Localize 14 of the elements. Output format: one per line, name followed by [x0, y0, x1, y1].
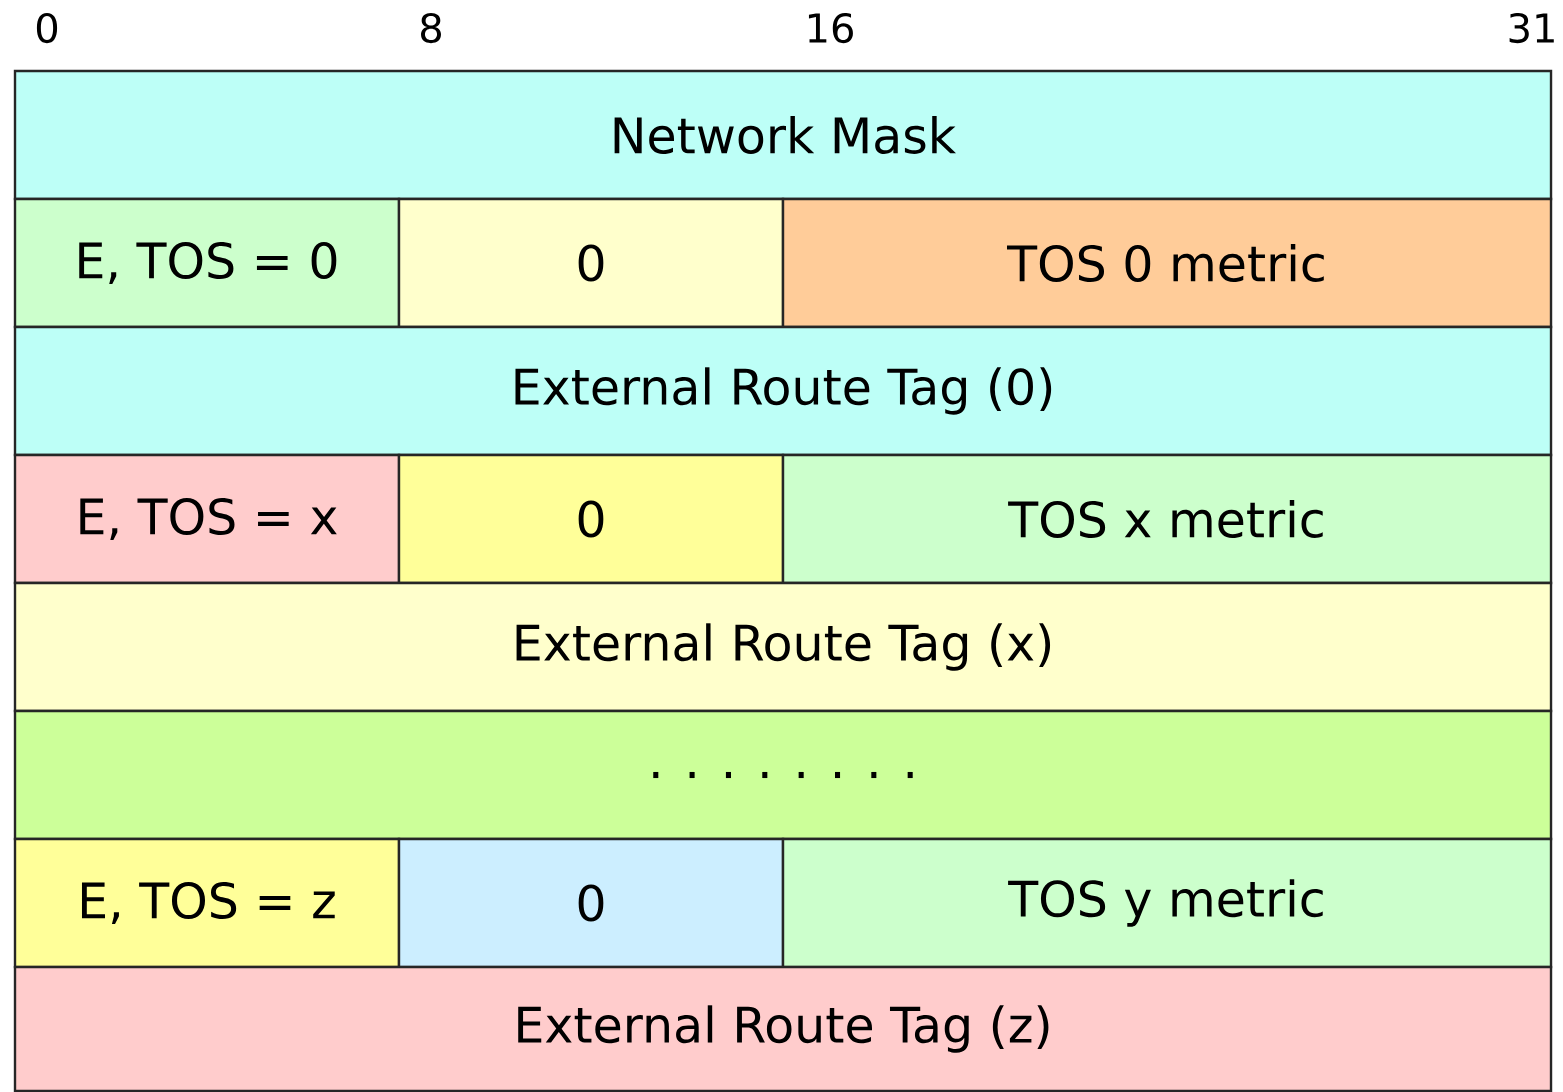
field-cell: External Route Tag (x)	[13, 581, 1553, 713]
field-cell: 0	[397, 197, 785, 329]
field-cell: E, TOS = x	[13, 453, 401, 585]
field-cell: External Route Tag (0)	[13, 325, 1553, 457]
field-cell: External Route Tag (z)	[13, 965, 1553, 1092]
field-cell: Network Mask	[13, 69, 1553, 201]
field-cell: 0	[397, 453, 785, 585]
field-cell: TOS 0 metric	[781, 197, 1553, 329]
field-cell: E, TOS = 0	[13, 197, 401, 329]
field-cell: E, TOS = z	[13, 837, 401, 969]
field-cell: TOS y metric	[781, 837, 1553, 969]
field-cell: TOS x metric	[781, 453, 1553, 585]
field-cell: . . . . . . . .	[13, 709, 1553, 841]
field-cell: 0	[397, 837, 785, 969]
